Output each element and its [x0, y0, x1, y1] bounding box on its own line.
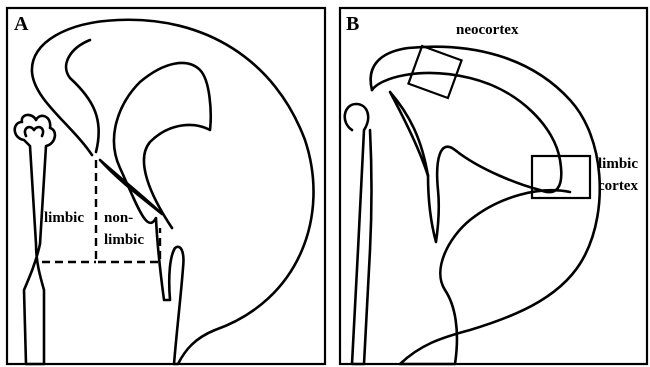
panel-b-hemisphere-outline: [371, 47, 600, 364]
panel-a-letter: A: [14, 13, 29, 35]
panel-a-hemisphere-outline: [32, 20, 314, 364]
panel-a: A limbic non- limbic: [7, 8, 325, 364]
panel-b: B neocortex limbic cortex: [340, 8, 647, 364]
panel-a-label-nonlimbic-line1: non-: [104, 210, 133, 226]
panel-a-midline-structure: [15, 115, 55, 364]
panel-a-ventricle-slit: [100, 160, 162, 214]
panel-a-label-nonlimbic-line2: limbic: [104, 232, 144, 248]
panel-b-label-neocortex: neocortex: [456, 22, 519, 38]
panel-a-label-limbic: limbic: [44, 210, 84, 226]
panel-b-label-limbic-line2: cortex: [598, 178, 638, 194]
panel-b-label-limbic-line1: limbic: [598, 156, 638, 172]
panel-b-letter: B: [346, 13, 359, 35]
panel-b-ventricle-slit: [390, 92, 428, 176]
panel-a-frame: [7, 8, 325, 364]
panel-a-inner-arc: [66, 40, 99, 152]
panel-a-midline-curl: [25, 127, 43, 136]
panel-b-midline-structure: [345, 104, 372, 364]
